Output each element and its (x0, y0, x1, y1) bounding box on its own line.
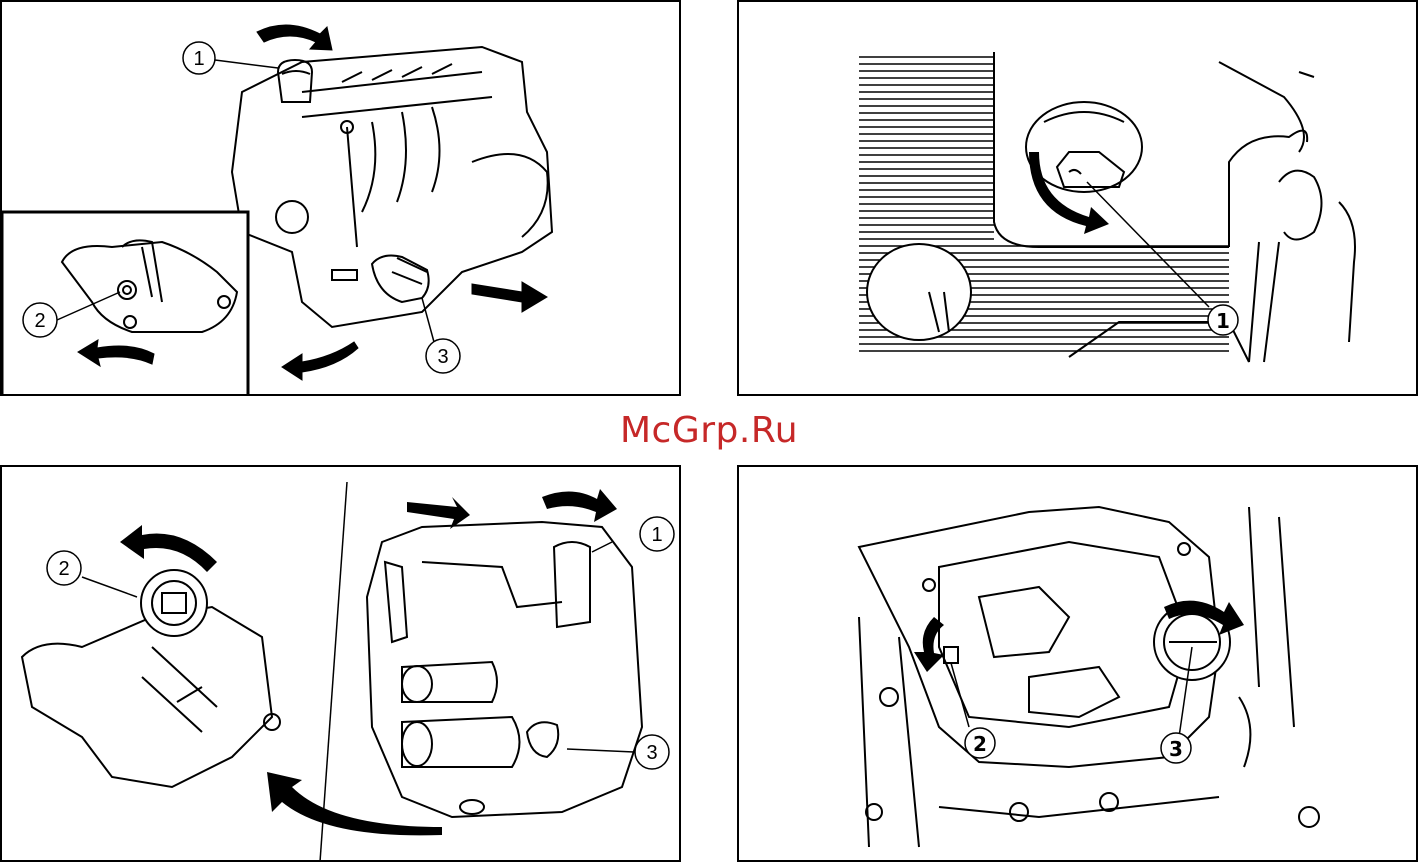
panel-engine-underside: 2 3 (737, 465, 1418, 862)
engine-overview-drawing: 1 2 3 (2, 2, 681, 396)
callout-label: 1 (1216, 309, 1230, 333)
callout-label: 3 (437, 346, 448, 368)
engine-cover-drawing: 1 (739, 2, 1418, 396)
engine-side-drawing: 1 2 3 (2, 467, 681, 862)
panel-engine-side-view: 1 2 3 (0, 465, 681, 862)
engine-underside-drawing: 2 3 (739, 467, 1418, 862)
callout-label: 2 (34, 310, 45, 332)
callout-label: 1 (651, 524, 662, 546)
callout-label: 1 (193, 48, 204, 70)
panel-engine-cover: 1 (737, 0, 1418, 396)
callout-label: 2 (58, 558, 69, 580)
callout-label: 2 (973, 732, 987, 756)
callout-label: 3 (646, 742, 657, 764)
callout-label: 3 (1169, 737, 1183, 761)
watermark-text: McGrp.Ru (0, 410, 1418, 451)
panel-engine-overview: 1 2 3 (0, 0, 681, 396)
